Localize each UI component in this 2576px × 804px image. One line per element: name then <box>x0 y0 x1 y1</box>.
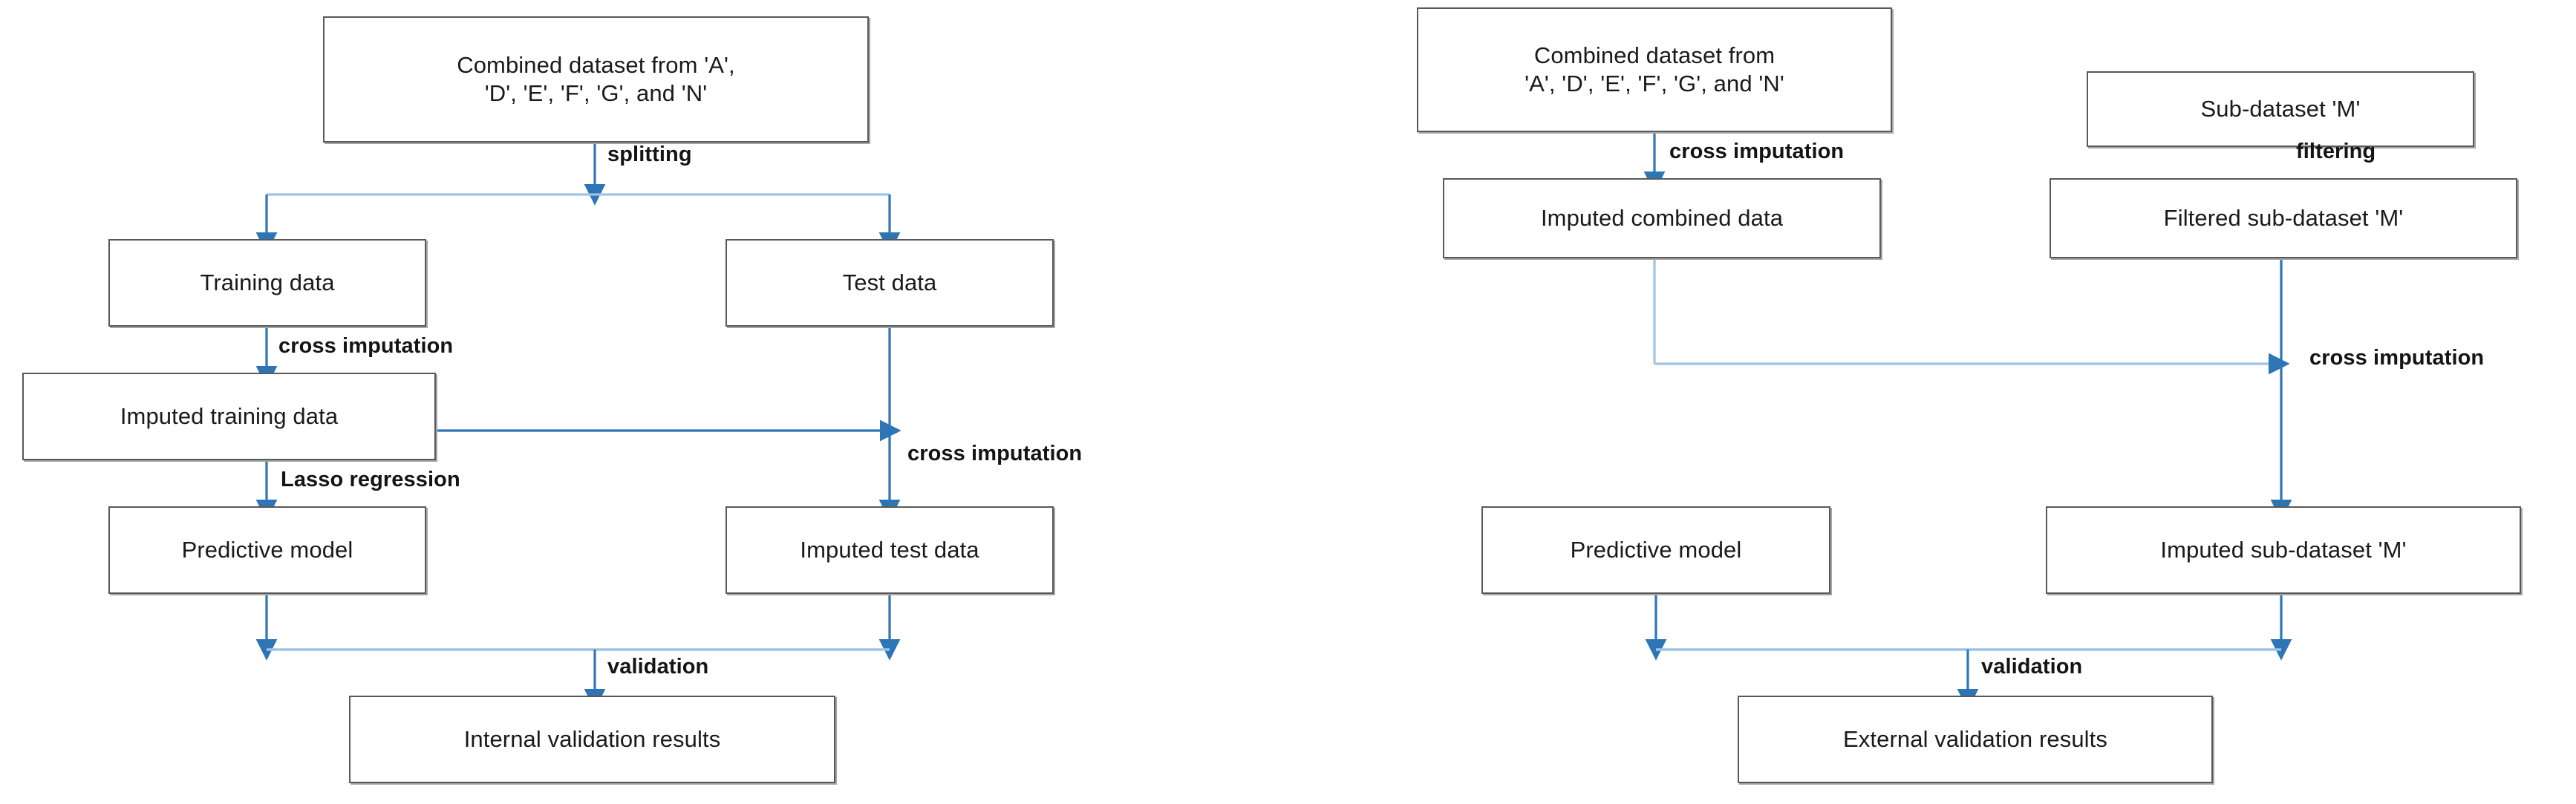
edge-label-cross-imputation-test: cross imputation <box>907 442 1082 466</box>
node-combined-dataset-2-label: Combined dataset from 'A', 'D', 'E', 'F'… <box>1525 42 1784 97</box>
edge-label-validation-internal-text: validation <box>607 655 709 679</box>
node-predictive-model-2[interactable]: Predictive model <box>1481 506 1830 594</box>
edge-label-cross-imputation-combined-text: cross imputation <box>1669 140 1845 163</box>
node-imputed-combined-data-label: Imputed combined data <box>1540 205 1784 232</box>
edge-combined-to-split <box>255 143 901 254</box>
node-external-validation-results-label: External validation results <box>1843 726 2107 753</box>
edge-label-validation-external-text: validation <box>1981 655 2083 679</box>
edge-label-filtering-text: filtering <box>2296 140 2376 163</box>
edge-label-cross-imputation-combined: cross imputation <box>1669 140 1844 164</box>
node-combined-dataset-label: Combined dataset from 'A', 'D', 'E', 'F'… <box>457 52 735 106</box>
node-combined-dataset-2[interactable]: Combined dataset from 'A', 'D', 'E', 'F'… <box>1417 7 1892 132</box>
node-imputed-combined-data[interactable]: Imputed combined data <box>1443 178 1881 258</box>
node-training-data[interactable]: Training data <box>108 239 426 327</box>
node-combined-dataset[interactable]: Combined dataset from 'A', 'D', 'E', 'F'… <box>323 16 869 143</box>
edge-validation-merge-left <box>255 594 901 710</box>
edge-label-cross-imputation-train-text: cross imputation <box>278 334 454 358</box>
node-imputed-test-data[interactable]: Imputed test data <box>725 506 1054 594</box>
node-imputed-training-data-label: Imputed training data <box>120 403 339 430</box>
edge-label-validation-external: validation <box>1981 655 2082 679</box>
node-test-data[interactable]: Test data <box>725 239 1054 327</box>
edge-label-validation-internal: validation <box>607 655 708 679</box>
edge-label-splitting-text: splitting <box>607 143 692 166</box>
node-imputed-test-data-label: Imputed test data <box>800 537 979 563</box>
node-predictive-model-label: Predictive model <box>181 537 353 563</box>
edge-label-cross-imputation-train: cross imputation <box>278 334 453 359</box>
edge-label-lasso-regression: Lasso regression <box>281 468 460 492</box>
edge-label-splitting: splitting <box>607 143 692 167</box>
edge-label-cross-imputation-test-text: cross imputation <box>907 442 1083 465</box>
node-external-validation-results[interactable]: External validation results <box>1738 696 2213 783</box>
edge-label-lasso-regression-text: Lasso regression <box>281 468 460 491</box>
node-internal-validation-results[interactable]: Internal validation results <box>349 696 835 783</box>
node-test-data-label: Test data <box>842 269 937 296</box>
node-training-data-label: Training data <box>200 269 335 296</box>
node-imputed-sub-dataset-m[interactable]: Imputed sub-dataset 'M' <box>2046 506 2521 594</box>
edge-label-cross-imputation-sub: cross imputation <box>2309 346 2484 370</box>
node-imputed-training-data[interactable]: Imputed training data <box>22 373 436 460</box>
node-predictive-model-2-label: Predictive model <box>1570 537 1742 563</box>
edge-validation-merge-right <box>1645 594 2292 710</box>
node-sub-dataset-m-label: Sub-dataset 'M' <box>2200 96 2361 122</box>
edge-label-filtering: filtering <box>2296 140 2376 164</box>
node-filtered-sub-dataset-m[interactable]: Filtered sub-dataset 'M' <box>2050 178 2517 258</box>
node-internal-validation-results-label: Internal validation results <box>463 726 721 753</box>
edge-label-cross-imputation-sub-text: cross imputation <box>2309 346 2485 370</box>
node-sub-dataset-m[interactable]: Sub-dataset 'M' <box>2087 71 2474 147</box>
node-imputed-sub-dataset-m-label: Imputed sub-dataset 'M' <box>2160 537 2407 563</box>
node-filtered-sub-dataset-m-label: Filtered sub-dataset 'M' <box>2163 205 2404 232</box>
node-predictive-model[interactable]: Predictive model <box>108 506 426 594</box>
